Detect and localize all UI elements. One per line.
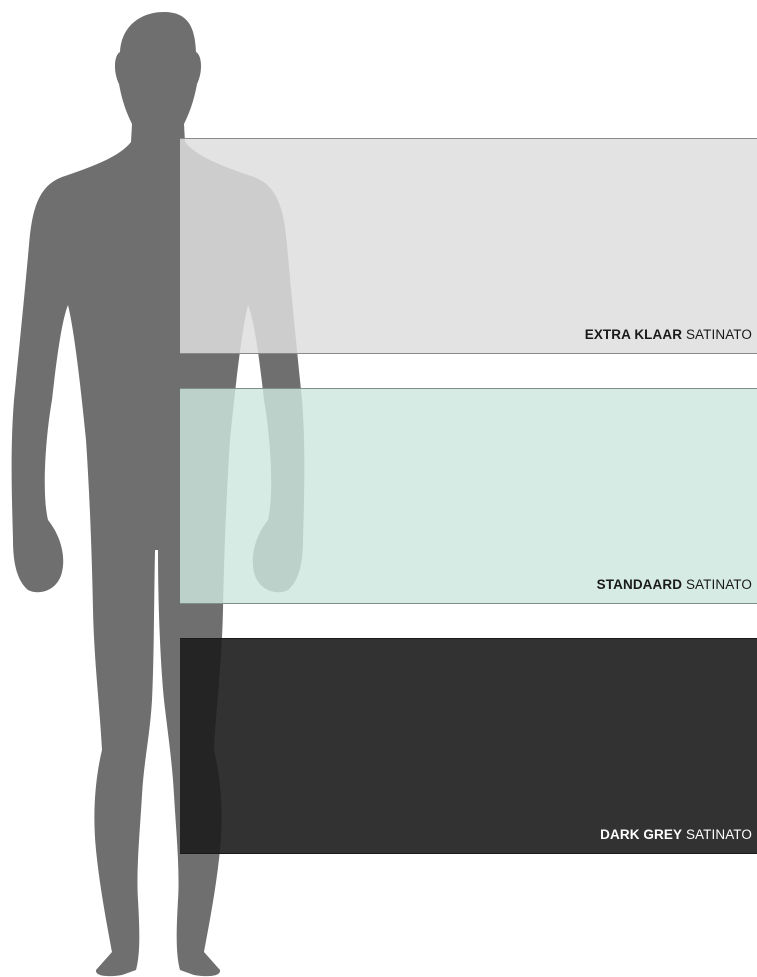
panel-top-line [180, 138, 757, 139]
caption-bold: DARK GREY [600, 827, 682, 842]
caption-bold: STANDAARD [597, 577, 682, 592]
panel-top-line [180, 388, 757, 389]
caption-light: SATINATO [686, 577, 752, 592]
caption-light: SATINATO [686, 327, 752, 342]
standaard-satinato-panel: STANDAARD SATINATO [180, 388, 757, 604]
panel-caption: EXTRA KLAAR SATINATO [585, 327, 752, 342]
panel-top-line [180, 638, 757, 639]
panel-caption: STANDAARD SATINATO [597, 577, 752, 592]
panel-caption: DARK GREY SATINATO [600, 827, 752, 842]
caption-light: SATINATO [686, 827, 752, 842]
panel-bottom-line [180, 853, 757, 854]
caption-bold: EXTRA KLAAR [585, 327, 682, 342]
panel-bottom-line [180, 353, 757, 354]
dark-grey-satinato-panel: DARK GREY SATINATO [180, 638, 757, 854]
extra-klaar-satinato-panel: EXTRA KLAAR SATINATO [180, 138, 757, 354]
panel-bottom-line [180, 603, 757, 604]
